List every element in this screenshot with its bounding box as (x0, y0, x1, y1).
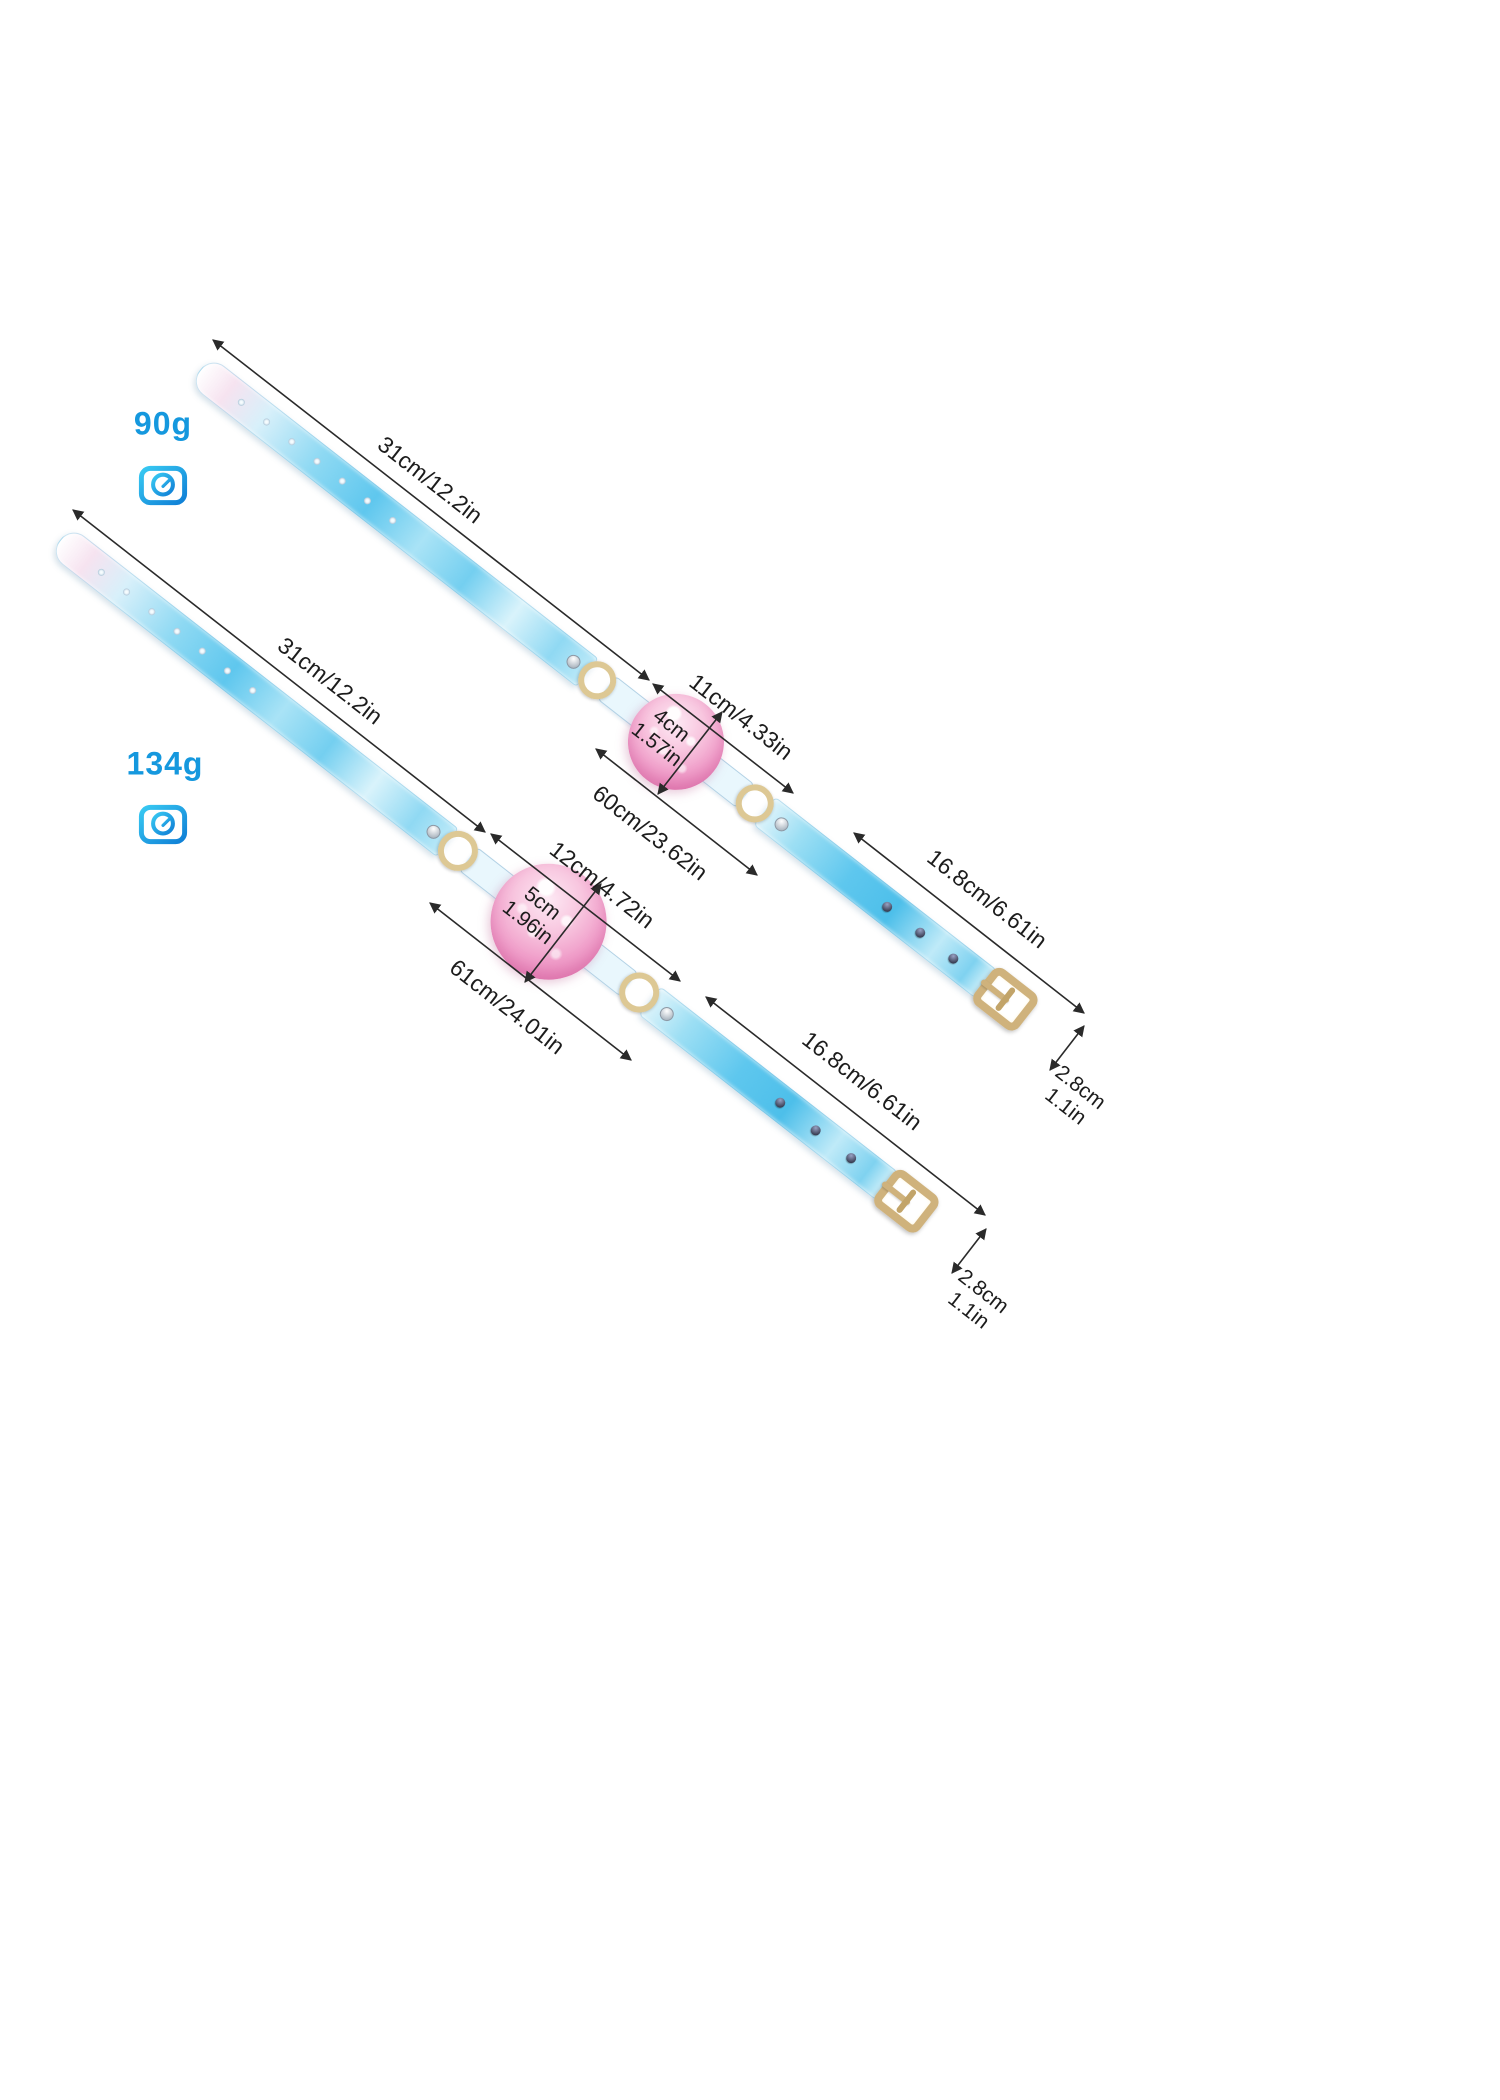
rivet (880, 899, 895, 914)
strap-hole (236, 397, 247, 408)
strap-hole (337, 476, 348, 487)
metal-stud (656, 1004, 677, 1024)
scale-icon (138, 796, 188, 845)
strap-hole (247, 685, 258, 696)
strap-hole (362, 495, 373, 506)
metal-stud (771, 814, 792, 835)
strap-hole (286, 436, 297, 447)
strap-hole (261, 417, 272, 427)
rivet (913, 925, 928, 940)
strap-hole (121, 587, 132, 597)
strap-hole (96, 567, 107, 578)
rivet (808, 1123, 823, 1138)
strap-hole (222, 665, 233, 676)
dim-label-strap-width-1: 2.8cm 1.1in (1036, 1061, 1110, 1133)
strap-hole (146, 606, 157, 617)
weight-value-2: 134g (126, 745, 204, 782)
scale-icon (138, 457, 188, 506)
strap-hole (387, 515, 398, 526)
rivet (773, 1095, 788, 1110)
strap-hole (172, 626, 182, 637)
weight-value-1: 90g (133, 405, 193, 442)
tail-strap (753, 796, 998, 999)
strap-hole (312, 456, 322, 467)
rivet (946, 951, 961, 966)
rivet (844, 1151, 859, 1166)
strap-hole (197, 646, 208, 657)
dim-label-strap-width-2: 2.8cm 1.1in (939, 1265, 1013, 1337)
